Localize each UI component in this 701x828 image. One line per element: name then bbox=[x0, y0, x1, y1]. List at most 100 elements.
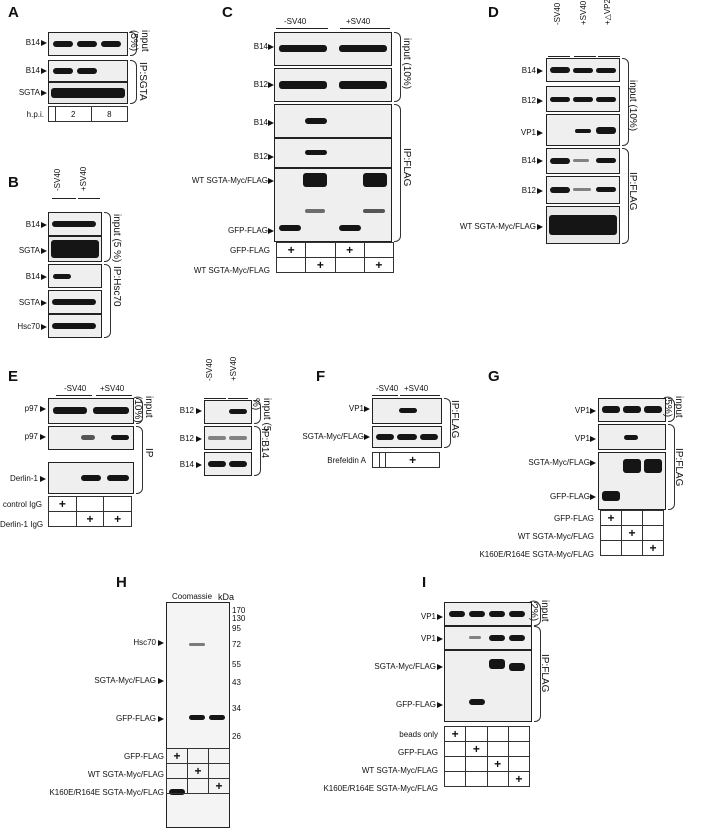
arrow-icon bbox=[41, 68, 47, 74]
arrow-icon bbox=[590, 460, 596, 466]
row-label: VP1 bbox=[420, 612, 436, 621]
arrow-icon bbox=[268, 82, 274, 88]
marker-kda: 130 bbox=[232, 614, 246, 623]
row-label: WT SGTA-Myc/FLAG bbox=[191, 176, 268, 185]
bracket-label: input (10%) bbox=[401, 38, 412, 90]
arrow-icon bbox=[537, 68, 543, 74]
lane-label: -SV40 bbox=[284, 17, 307, 26]
row-label: B12 bbox=[521, 96, 536, 105]
row-label: WT SGTA-Myc/FLAG bbox=[459, 222, 536, 231]
lane-label: -SV40 bbox=[553, 2, 562, 25]
arrow-icon bbox=[268, 178, 274, 184]
lane-label: +SV40 bbox=[346, 17, 371, 26]
marker-kda: 95 bbox=[232, 624, 241, 633]
arrow-icon bbox=[158, 716, 164, 722]
row-label: Derlin-1 bbox=[9, 474, 38, 483]
treatment-table: + + + + bbox=[443, 726, 531, 787]
panel-label: G bbox=[488, 368, 500, 385]
arrow-icon bbox=[537, 158, 543, 164]
arrow-icon bbox=[196, 462, 202, 468]
lane-label: -SV40 bbox=[64, 384, 87, 393]
lane-label: +SV40 bbox=[229, 356, 238, 381]
arrow-icon bbox=[158, 640, 164, 646]
table-row-label: WT SGTA-Myc/FLAG bbox=[361, 766, 438, 775]
row-label: B14 bbox=[253, 42, 268, 51]
row-label: B12 bbox=[179, 434, 194, 443]
blot-strip bbox=[48, 32, 128, 56]
lane-label: +SV40 bbox=[79, 166, 88, 191]
row-label: B14 bbox=[179, 460, 194, 469]
arrow-icon bbox=[41, 40, 47, 46]
row-label: SGTA bbox=[18, 298, 40, 307]
row-label: B14 bbox=[25, 66, 40, 75]
lane-label: +△VP2 bbox=[603, 0, 612, 25]
row-label: B12 bbox=[179, 406, 194, 415]
row-label: GFP-FLAG bbox=[115, 714, 156, 723]
row-label: B14 bbox=[25, 272, 40, 281]
row-label: SGTA bbox=[18, 88, 40, 97]
table-row-label: beads only bbox=[399, 730, 438, 739]
row-label: VP1 bbox=[574, 406, 590, 415]
arrow-icon bbox=[196, 408, 202, 414]
row-label: VP1 bbox=[574, 434, 590, 443]
table-row-label: GFP-FLAG bbox=[397, 748, 438, 757]
panel-label: I bbox=[422, 574, 427, 591]
arrow-icon bbox=[437, 664, 443, 670]
table-row-label: Brefeldin A bbox=[327, 456, 366, 465]
row-label: SGTA-Myc/FLAG bbox=[94, 676, 156, 685]
bracket-label: IP bbox=[143, 448, 154, 458]
treatment-table: + + + bbox=[600, 510, 664, 556]
arrow-icon bbox=[41, 300, 47, 306]
lane-label: -SV40 bbox=[53, 168, 62, 191]
panel-label: H bbox=[116, 574, 127, 591]
marker-kda: 170 bbox=[232, 606, 246, 615]
marker-unit: kDa bbox=[218, 592, 235, 602]
marker-kda: 34 bbox=[232, 704, 241, 713]
bracket-label: input (10%) bbox=[627, 80, 638, 132]
arrow-icon bbox=[268, 228, 274, 234]
row-label: GFP-FLAG bbox=[227, 226, 268, 235]
arrow-icon bbox=[537, 224, 543, 230]
arrow-icon bbox=[268, 44, 274, 50]
arrow-icon bbox=[590, 436, 596, 442]
row-label: B12 bbox=[521, 186, 536, 195]
lane-label: +SV40 bbox=[579, 0, 588, 25]
arrow-icon bbox=[40, 476, 46, 482]
row-label: SGTA-Myc/FLAG bbox=[528, 458, 590, 467]
table-row-label: control IgG bbox=[2, 500, 42, 509]
table-row-label: WT SGTA-Myc/FLAG bbox=[87, 770, 164, 779]
table-row-label: K160E/R164E SGTA-Myc/FLAG bbox=[49, 788, 164, 797]
arrow-icon bbox=[590, 408, 596, 414]
arrow-icon bbox=[41, 222, 47, 228]
coomassie-gel bbox=[166, 602, 230, 828]
arrow-icon bbox=[40, 406, 46, 412]
table-row-label: GFP-FLAG bbox=[123, 752, 164, 761]
treatment-table: + bbox=[372, 452, 440, 468]
table-row-label: WT SGTA-Myc/FLAG bbox=[193, 266, 270, 275]
lane-label: +SV40 bbox=[404, 384, 429, 393]
arrow-icon bbox=[41, 324, 47, 330]
row-label: GFP-FLAG bbox=[549, 492, 590, 501]
arrow-icon bbox=[41, 90, 47, 96]
panel-label: D bbox=[488, 4, 499, 21]
arrow-icon bbox=[268, 154, 274, 160]
panel-label: C bbox=[222, 4, 233, 21]
arrow-icon bbox=[537, 98, 543, 104]
row-label: p97 bbox=[24, 404, 38, 413]
hpi-table: 2 8 bbox=[48, 106, 129, 122]
treatment-table: + + + bbox=[166, 748, 230, 794]
row-label: Hsc70 bbox=[133, 638, 156, 647]
table-row-label: GFP-FLAG bbox=[553, 514, 594, 523]
treatment-table: ++ ++ bbox=[275, 242, 395, 273]
row-label: VP1 bbox=[348, 404, 364, 413]
panel-label: B bbox=[8, 174, 19, 191]
bracket-label: IP:FLAG bbox=[449, 400, 460, 439]
bracket-label: IP:Hsc70 bbox=[111, 266, 122, 307]
panel-label: E bbox=[8, 368, 19, 385]
row-label: B12 bbox=[253, 80, 268, 89]
arrow-icon bbox=[437, 702, 443, 708]
row-label: p97 bbox=[24, 432, 38, 441]
bracket-label: input (5%) bbox=[662, 396, 684, 418]
arrow-icon bbox=[41, 274, 47, 280]
row-label: SGTA bbox=[18, 246, 40, 255]
